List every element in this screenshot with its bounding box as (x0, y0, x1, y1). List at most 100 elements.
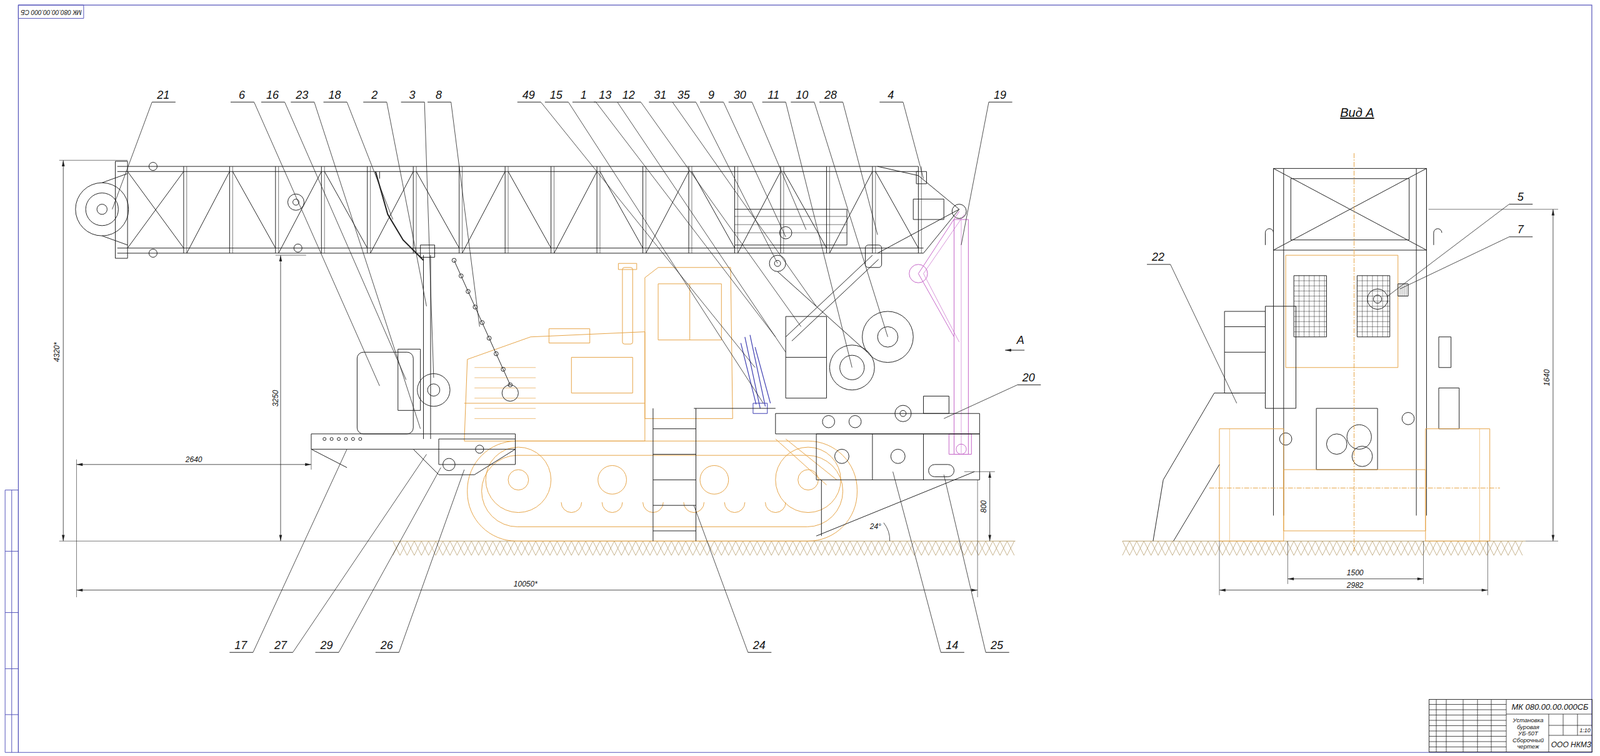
callout-number: 5 (1516, 191, 1525, 203)
dimension-arrow (305, 463, 312, 467)
callout-number: 29 (319, 639, 334, 651)
drawing-line (1293, 305, 1327, 307)
part-circle (323, 437, 327, 441)
part-path (413, 448, 515, 475)
drawing-line (1436, 698, 1437, 752)
drawing-line (653, 530, 697, 531)
part-path (393, 540, 1015, 555)
drawing-line (1356, 316, 1390, 317)
part-path (918, 211, 959, 337)
part-circle (337, 437, 341, 441)
part-circle (458, 273, 464, 279)
part-path (561, 501, 582, 512)
callout-number: 21 (156, 89, 170, 101)
drawing-line (1506, 713, 1593, 714)
part-outline (1219, 428, 1284, 542)
callout-number: 26 (380, 639, 394, 651)
dimension-text: 1500 (1346, 568, 1365, 577)
part-outline (1438, 336, 1452, 368)
drawing-line (1173, 464, 1220, 541)
dimension-arrow (61, 160, 65, 167)
part-path (877, 166, 960, 254)
part-outline (913, 198, 944, 220)
dimension-arrow (988, 471, 992, 478)
drawing-line (1356, 331, 1390, 332)
drawing-line (76, 463, 312, 465)
drawing-line (1293, 310, 1327, 312)
drawing-line (829, 171, 873, 254)
drawing-line (688, 166, 690, 254)
part-circle (508, 469, 529, 490)
drawing-line (599, 166, 600, 254)
callout-number: 3 (408, 89, 417, 101)
drawing-line (814, 101, 889, 337)
view-letter: А (1016, 334, 1025, 346)
drawing-line (370, 166, 371, 254)
drawing-line (253, 448, 347, 652)
drawing-line (596, 166, 598, 254)
callout-number: 4 (886, 89, 895, 101)
part-circle (840, 355, 865, 380)
part-circle (598, 465, 627, 494)
drawing-line (829, 166, 830, 254)
part-outline (1273, 168, 1427, 250)
drawing-line (474, 377, 536, 379)
drawing-line (1219, 540, 1220, 595)
drawing-line (379, 171, 380, 179)
dimension-text: 1640 (1543, 368, 1551, 387)
drawing-line (127, 171, 184, 248)
drawing-line (117, 171, 919, 172)
dimension-arrow (1219, 588, 1226, 592)
part-outline (928, 464, 955, 477)
part-outline (398, 348, 421, 410)
drawing-line (451, 101, 480, 327)
callout-number: 7 (1516, 223, 1525, 235)
part-circle (1351, 445, 1373, 467)
drawing-line (871, 166, 873, 254)
drawing-line (324, 166, 325, 254)
part-outline (1316, 408, 1378, 470)
callout-number: 23 (295, 89, 309, 101)
drawing-line (63, 160, 64, 541)
drawing-line (324, 171, 368, 248)
drawing-line (1209, 487, 1500, 489)
drawing-line (117, 247, 924, 249)
part-circle (443, 458, 456, 471)
drawing-line (653, 505, 697, 506)
part-outline (571, 356, 633, 393)
drawing-line (232, 171, 276, 248)
drawing-line (1509, 236, 1534, 237)
drawing-line (826, 166, 827, 254)
part-circle (293, 243, 302, 252)
drawing-line (1491, 698, 1492, 752)
drawing-line (1445, 698, 1447, 752)
drawing-line (454, 260, 511, 385)
callout-number: 2 (370, 89, 379, 101)
drawing-line (964, 471, 995, 472)
drawing-line (1224, 326, 1265, 327)
drawing-line (691, 166, 692, 254)
part-circle (1401, 412, 1415, 425)
drawing-line (819, 101, 844, 103)
drawing-line (1428, 730, 1507, 732)
drawing-line (401, 101, 425, 103)
drawing-line (386, 101, 427, 307)
drawing-line (1170, 264, 1237, 404)
part-path (1122, 540, 1523, 555)
part-circle (494, 351, 499, 356)
part-circle (501, 385, 519, 402)
part-circle (480, 320, 485, 325)
drawing-line (323, 101, 348, 103)
drawing-line (785, 101, 852, 367)
drawing-line (1428, 719, 1507, 720)
drawing-line (1219, 589, 1488, 590)
part-outline (1425, 428, 1490, 542)
part-circle (779, 226, 792, 239)
drawing-line (648, 101, 673, 103)
part-outline (775, 413, 980, 434)
part-path (765, 501, 786, 512)
drawing-line (1552, 209, 1554, 542)
drawing-line (275, 255, 307, 256)
part-circle (1326, 433, 1347, 455)
drawing-line (1287, 540, 1289, 584)
